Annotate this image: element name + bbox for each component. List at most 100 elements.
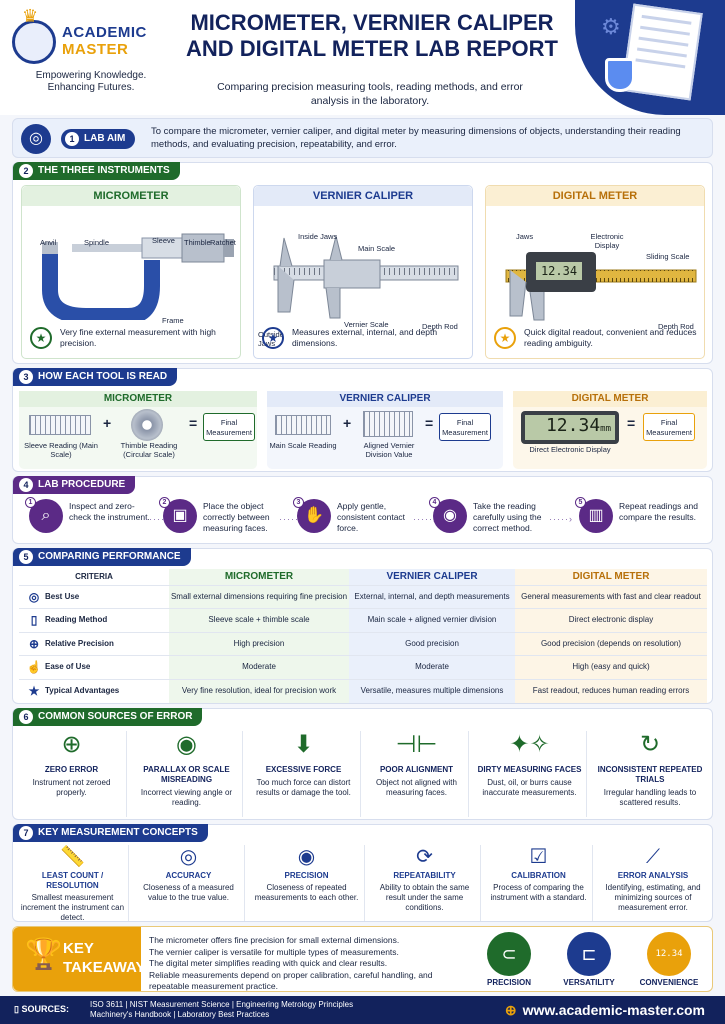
crosshair-icon: ⊕ [28, 636, 40, 651]
micrometer-part-frame: Frame [162, 316, 184, 325]
micrometer-description: ★ Very fine external measurement with hi… [30, 324, 234, 352]
table-header-criteria: CRITERIA [75, 572, 113, 582]
globe-icon: ⊕ [504, 1002, 517, 1018]
micrometer-card: MICROMETER Anvil Spindle Sleeve Thimble … [21, 185, 241, 359]
how-micrometer: MICROMETER Sleeve Reading (Main Scale) +… [19, 391, 257, 469]
trend-chart-icon: ⟋ [646, 846, 660, 868]
micrometer-part-ratchet: Ratchet [210, 238, 236, 247]
errors-heading: 6 COMMON SOURCES OF ERROR [13, 708, 203, 726]
instruments-section: 2 THE THREE INSTRUMENTS MICROMETER Anvil… [12, 162, 713, 364]
micrometer-part-sleeve: Sleeve [152, 236, 175, 245]
concepts-heading: 7 KEY MEASUREMENT CONCEPTS [13, 824, 208, 842]
sources-label: ▯ SOURCES: [14, 1004, 69, 1014]
equals-sign: = [627, 415, 636, 431]
table-row: ☝Ease of Use Moderate Moderate High (eas… [19, 655, 707, 679]
book-icon: ▯ [30, 613, 38, 628]
concept-item: ◉ PRECISION Closeness of repeated measur… [249, 845, 365, 921]
micrometer-part-anvil: Anvil [40, 238, 57, 247]
sparkle-icon: ✦✧ [509, 731, 550, 758]
how-micrometer-a: Sleeve Reading (Main Scale) [24, 441, 98, 459]
micrometer-part-spindle: Spindle [84, 238, 110, 247]
table-row: ★Typical Advantages Very fine resolution… [19, 678, 707, 703]
how-read-heading: 3 HOW EACH TOOL IS READ [13, 368, 178, 386]
how-read-section: 3 HOW EACH TOOL IS READ MICROMETER Sleev… [12, 368, 713, 472]
how-digital-result: Final Measurement [643, 413, 695, 441]
brand-line2: MASTER [62, 41, 129, 58]
instruments-heading: 2 THE THREE INSTRUMENTS [13, 162, 180, 180]
sources-list: ISO 3611 | NIST Measurement Science | En… [90, 1000, 354, 1019]
logo-mark-icon [12, 20, 56, 64]
book-icon: ▯ [14, 1004, 22, 1014]
magnifier-icon: ⌕1 [25, 497, 63, 533]
vernier-division-icon [363, 411, 413, 437]
website-link[interactable]: ⊕www.academic-master.com [504, 1002, 705, 1018]
bar-chart-icon: ▥5 [575, 497, 613, 533]
vernier-part-main-scale: Main Scale [358, 244, 396, 253]
concept-item: ☑ CALIBRATION Process of comparing the i… [485, 845, 593, 921]
page-title: MICROMETER, VERNIER CALIPER AND DIGITAL … [186, 10, 558, 61]
badge-convenience: 12.34 CONVENIENCE [629, 932, 709, 987]
flask-icon [605, 58, 635, 92]
vernier-illustration [273, 235, 459, 319]
footer: ▯ SOURCES: ISO 3611 | NIST Measurement S… [0, 996, 725, 1024]
takeaway-label: 🏆 KEY TAKEAWAY [13, 927, 146, 991]
vernier-card-title: VERNIER CALIPER [254, 186, 472, 206]
how-vernier-b: Aligned Vernier Division Value [363, 441, 415, 459]
digital-part-jaws: Jaws [516, 232, 534, 241]
how-digital-unit: mm [600, 424, 611, 434]
target-icon: ◎ [179, 846, 198, 868]
target-icon: ◎ [21, 124, 51, 154]
how-digital-a: Direct Electronic Display [529, 445, 611, 454]
hand-icon: ✋3 [293, 497, 331, 533]
tagline: Empowering Knowledge. Enhancing Futures. [35, 70, 147, 93]
plus-sign: + [103, 415, 112, 431]
report-document-icon [621, 3, 703, 101]
error-item: ↻ INCONSISTENT REPEATED TRIALS Irregular… [591, 731, 709, 817]
concept-item: ⟳ REPEATABILITY Ability to obtain the sa… [369, 845, 481, 921]
how-digital: DIGITAL METER 12.34mm Direct Electronic … [513, 391, 707, 469]
how-micrometer-b: Thimble Reading (Circular Scale) [120, 441, 178, 459]
digital-card-title: DIGITAL METER [486, 186, 704, 206]
ruler-icon: 📏 [60, 846, 85, 868]
how-digital-display: 12.34 [545, 415, 601, 436]
comparing-section: 5 COMPARING PERFORMANCE CRITERIA MICROME… [12, 548, 713, 704]
step-arrow: ·····› [413, 514, 437, 524]
comparing-heading: 5 COMPARING PERFORMANCE [13, 548, 191, 566]
star-icon: ★ [494, 327, 516, 349]
eye-icon: ◉ [176, 731, 197, 758]
error-item: ⊣⊢ POOR ALIGNMENT Object not aligned wit… [365, 731, 469, 817]
procedure-step-1: ⌕1 Inspect and zero-check the instrument… [25, 497, 155, 539]
badge-precision: ⊂ PRECISION [469, 932, 549, 987]
refresh-icon: ↻ [639, 731, 661, 758]
micrometer-icon: ⊂ [487, 932, 531, 976]
star-icon: ★ [28, 683, 40, 698]
digital-display-readout: 12.34 [536, 262, 582, 280]
table-row: ⊕Relative Precision High precision Good … [19, 631, 707, 656]
main-scale-icon [275, 415, 331, 435]
gear-icon: ⚙ [601, 14, 621, 39]
how-micrometer-result: Final Measurement [203, 413, 255, 441]
target-icon: ◎ [28, 589, 40, 604]
clipboard-check-icon: ☑ [529, 846, 548, 868]
crosshair-icon: ⊕ [61, 731, 82, 758]
errors-section: 6 COMMON SOURCES OF ERROR ⊕ ZERO ERROR I… [12, 708, 713, 820]
procedure-step-3: ✋3 Apply gentle, consistent contact forc… [293, 497, 423, 539]
plus-sign: + [343, 415, 352, 431]
comparison-table: CRITERIA MICROMETER VERNIER CALIPER DIGI… [19, 569, 707, 703]
brand-name: ACADEMIC MASTER [62, 24, 147, 58]
digital-part-depth-rod: Depth Rod [658, 322, 694, 331]
misalignment-icon: ⊣⊢ [395, 731, 438, 758]
repeat-icon: ⟳ [416, 846, 433, 868]
procedure-heading: 4 LAB PROCEDURE [13, 476, 136, 494]
procedure-step-4: ◉4 Take the reading carefully using the … [429, 497, 559, 539]
digital-part-display: Electronic Display [590, 232, 624, 250]
equals-sign: = [189, 415, 198, 431]
star-icon: ★ [30, 327, 52, 349]
digital-part-sliding-scale: Sliding Scale [646, 252, 690, 261]
error-item: ◉ PARALLAX OR SCALE MISREADING Incorrect… [131, 731, 243, 817]
digital-card: DIGITAL METER 12.34 Jaws Electronic Disp… [485, 185, 705, 359]
trophy-icon: 🏆 [25, 938, 63, 971]
how-vernier-title: VERNIER CALIPER [267, 391, 503, 407]
takeaway-text: The micrometer offers fine precision for… [149, 935, 433, 991]
concept-item: ⟋ ERROR ANALYSIS Identifying, estimating… [597, 845, 709, 921]
